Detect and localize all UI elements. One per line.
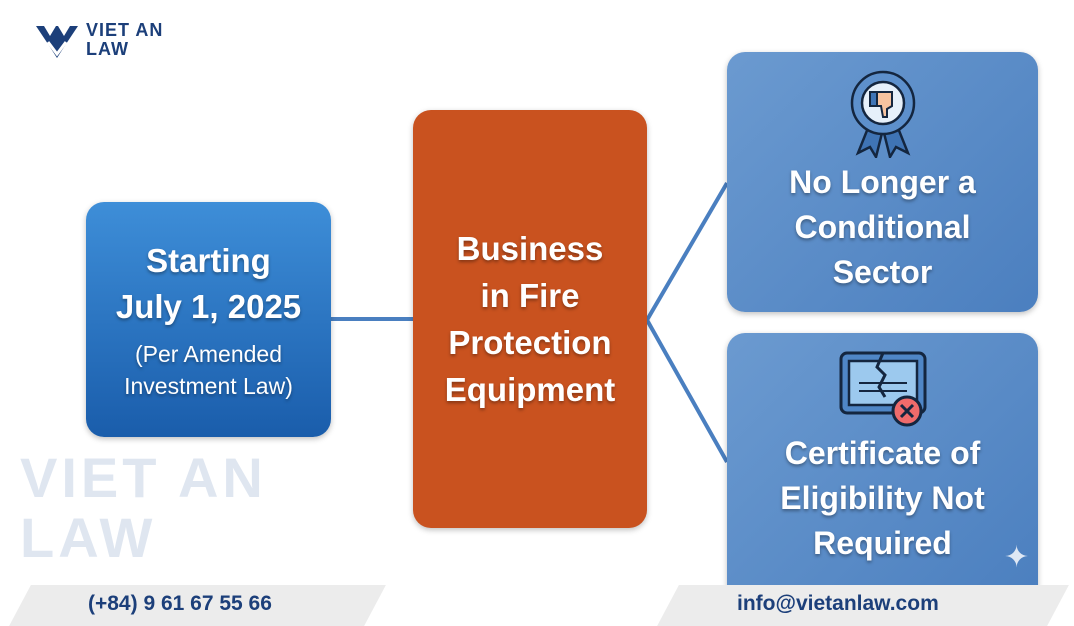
outcome1-line: Conditional (794, 209, 971, 245)
outcome2-line: Eligibility Not (780, 480, 985, 516)
outcome1-line: Sector (832, 254, 933, 290)
logo-mark-icon (36, 26, 78, 58)
thumbs-down-badge-icon (850, 70, 915, 158)
center-line: Equipment (444, 371, 616, 408)
footer-phone[interactable]: (+84) 9 61 67 55 66 (88, 592, 272, 615)
watermark: VIET AN LAW (20, 446, 267, 569)
footer-email[interactable]: info@vietanlaw.com (737, 592, 939, 615)
connector-center-outcome1 (645, 181, 729, 322)
connector-center-outcome2 (645, 319, 729, 463)
start-title-2: July 1, 2025 (115, 287, 302, 325)
outcome-not-conditional-box: No Longer a Conditional Sector (727, 52, 1038, 312)
broken-certificate-icon (839, 351, 926, 427)
outcome-certificate-box: Certificate of Eligibility Not Required (727, 333, 1038, 603)
business-box: Business in Fire Protection Equipment (413, 110, 647, 528)
center-line: Protection (448, 324, 612, 361)
logo-line1: VIET AN (86, 20, 164, 40)
start-title-1: Starting (146, 241, 271, 279)
start-note-1: (Per Amended (134, 340, 283, 367)
sparkle-icon: ✦ (1004, 541, 1030, 574)
start-note-2: Investment Law) (124, 372, 293, 399)
outcome2-line: Required (813, 525, 952, 561)
logo-line2: LAW (86, 39, 129, 59)
outcome2-line: Certificate of (784, 435, 981, 471)
center-line: Business (456, 230, 604, 267)
outcome1-line: No Longer a (789, 164, 976, 200)
center-line: in Fire (480, 277, 580, 314)
